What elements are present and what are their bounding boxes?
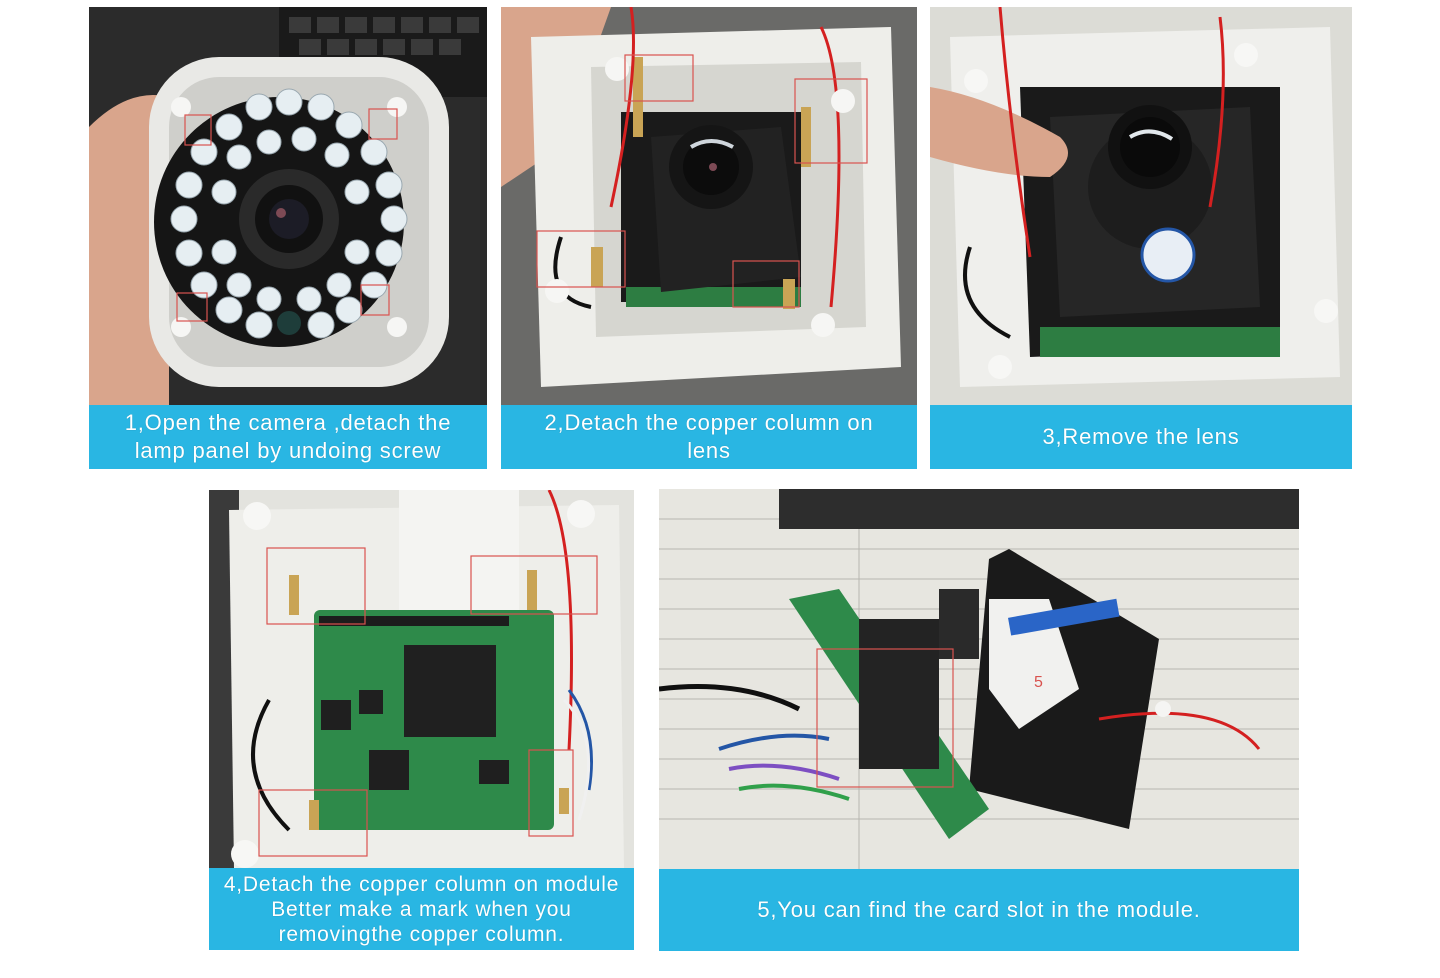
step-5-photo: 5 (659, 489, 1299, 869)
step-3-caption: 3,Remove the lens (930, 405, 1352, 469)
step-1-photo (89, 7, 487, 405)
annotation-number-5: 5 (1034, 674, 1043, 691)
step-2-photo (501, 7, 917, 405)
step-4-photo (209, 490, 634, 868)
step-3-panel: 3,Remove the lens (930, 7, 1352, 469)
step-3-photo (930, 7, 1352, 405)
step-5-caption: 5,You can find the card slot in the modu… (659, 869, 1299, 951)
step-5-panel: 5 5,You can find the card slot in the mo… (659, 489, 1299, 951)
